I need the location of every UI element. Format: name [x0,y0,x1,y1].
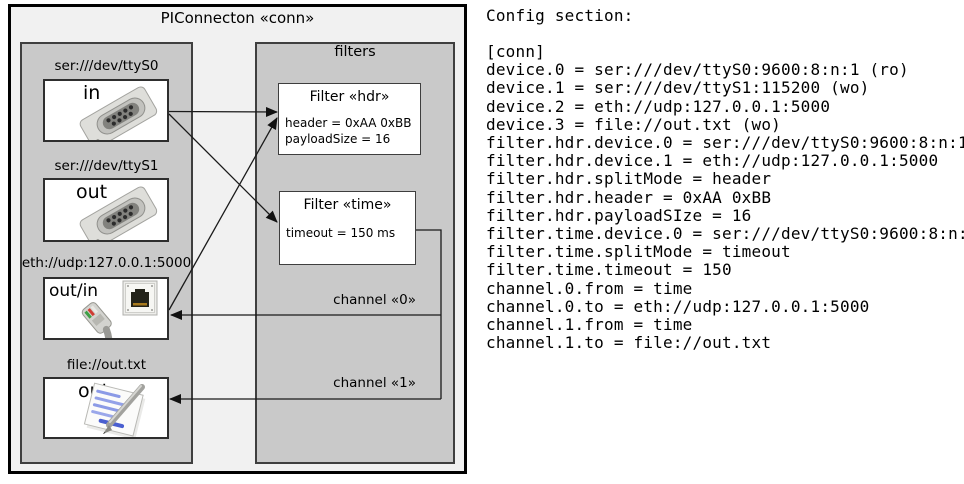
port-direction-label: in [83,82,101,104]
filter-attr: payloadSize = 16 [285,132,391,146]
config-line: filter.time.splitMode = timeout [486,242,791,262]
filters-panel-title: filters [334,44,376,60]
device-box-ttys0: in [43,79,169,142]
config-line: [conn] [486,42,545,61]
notepad-pencil-icon [83,382,146,437]
config-line: filter.hdr.device.0 = ser:///dev/ttyS0:9… [486,133,964,153]
filter-title: Filter «time» [303,197,392,213]
device-label-eth: eth://udp:127.0.0.1:5000 [21,255,192,271]
device-label-ttys1: ser:///dev/ttyS1 [54,158,159,174]
device-box-eth: out/in [43,277,169,340]
config-section: Config section: [conn] device.0 = ser://… [486,6,964,352]
channel-1-label: channel «1» [333,375,416,391]
config-line: channel.1.to = file://out.txt [486,333,772,353]
filter-attr: header = 0xAA 0xBB [285,116,412,130]
ethernet-icon [81,280,158,338]
port-direction-label: out/in [49,281,99,301]
filter-title: Filter «hdr» [309,89,390,105]
serial-connector-icon [79,186,158,240]
config-line: filter.time.timeout = 150 [486,260,732,280]
config-line: channel.0.from = time [486,278,693,298]
diagram-title: PIConnecton «conn» [160,9,315,27]
channel-0-label: channel «0» [333,292,416,308]
config-line: device.3 = file://out.txt (wo) [486,114,781,134]
device-box-ttys1: out [43,178,169,242]
config-line: filter.hdr.device.1 = eth://udp:127.0.0.… [486,151,939,171]
port-direction-label: out [76,181,108,203]
config-line: device.2 = eth://udp:127.0.0.1:5000 [486,96,831,116]
config-line: device.0 = ser:///dev/ttyS0:9600:8:n:1 (… [486,60,909,80]
config-line: filter.hdr.payloadSIze = 16 [486,205,752,225]
config-line: filter.hdr.splitMode = header [486,169,772,189]
config-line: filter.hdr.header = 0xAA 0xBB [486,187,772,207]
device-box-file: out [43,377,169,439]
config-lines: [conn] device.0 = ser:///dev/ttyS0:9600:… [486,42,964,353]
filter-attr: timeout = 150 ms [286,226,396,240]
filter-box-hdr: Filter «hdr» header = 0xAA 0xBB payloadS… [278,83,421,155]
device-label-ttys0: ser:///dev/ttyS0 [54,58,159,74]
config-line: channel.1.from = time [486,315,693,335]
config-line: channel.0.to = eth://udp:127.0.0.1:5000 [486,296,870,316]
config-line: device.1 = ser:///dev/ttyS1:115200 (wo) [486,78,870,98]
serial-connector-icon [79,86,158,140]
device-label-file: file://out.txt [66,357,147,373]
filter-box-time: Filter «time» timeout = 150 ms [279,191,416,265]
config-line: filter.time.device.0 = ser:///dev/ttyS0:… [486,224,964,244]
config-heading: Config section: [486,6,634,25]
